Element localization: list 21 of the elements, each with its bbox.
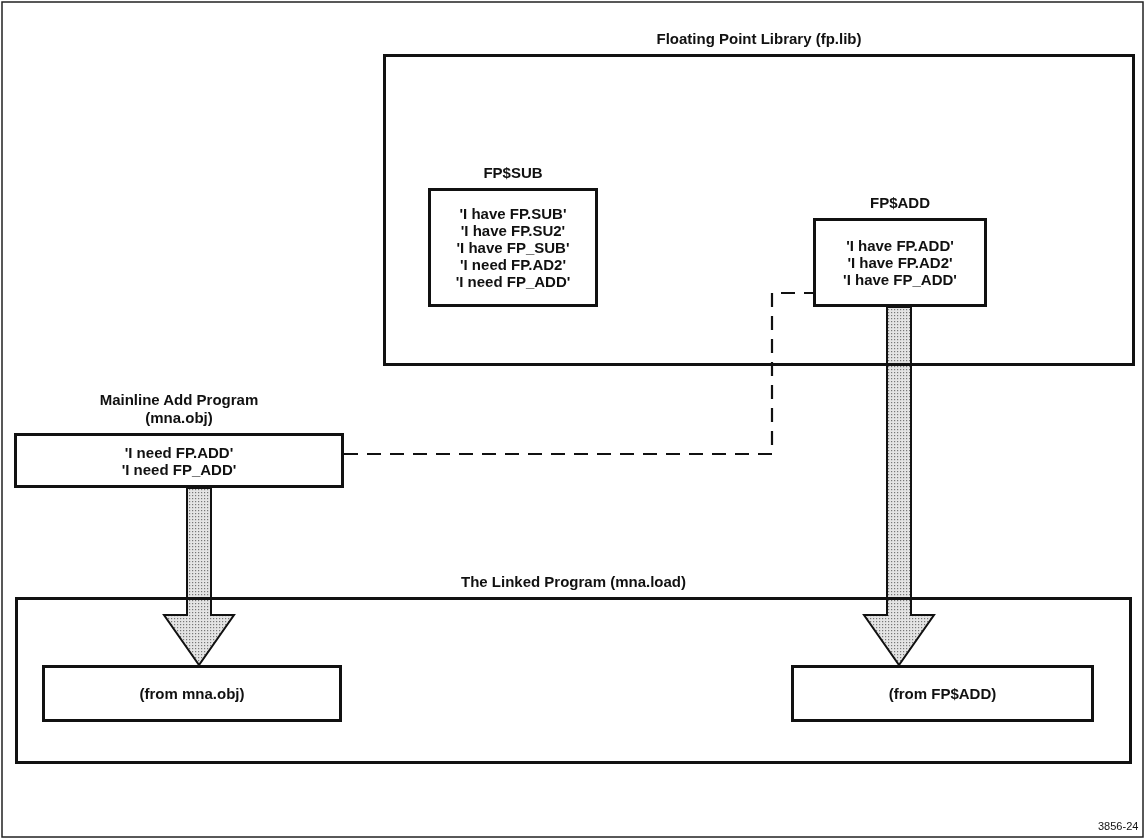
symbol-statement: 'I have FP.ADD': [846, 237, 954, 254]
block-arrow: [862, 306, 936, 667]
box-heading: Floating Point Library (fp.lib): [656, 30, 862, 48]
connector-line: [344, 291, 813, 456]
symbol-statement: 'I have FP.AD2': [847, 254, 953, 271]
symbol-statement: 'I have FP_ADD': [843, 271, 957, 288]
symbol-statement: (from mna.obj): [139, 685, 245, 702]
box-heading: Mainline Add Program (mna.obj): [98, 391, 260, 427]
symbol-statement: (from FP$ADD): [888, 685, 997, 702]
symbol-statement: 'I have FP.SU2': [460, 222, 566, 239]
box-heading: FP$SUB: [483, 164, 543, 182]
symbol-statement: 'I need FP_ADD': [455, 273, 571, 290]
figure-number: 3856-24: [1098, 820, 1139, 832]
symbol-statement: 'I need FP_ADD': [121, 460, 237, 478]
box-heading: FP$ADD: [870, 194, 930, 212]
symbol-statement: 'I need FP.AD2': [459, 256, 567, 273]
block-arrow: [162, 487, 236, 667]
box-heading: The Linked Program (mna.load): [461, 573, 686, 591]
symbol-statement: 'I have FP.SUB': [459, 205, 567, 222]
symbol-statement: 'I need FP.ADD': [124, 443, 234, 461]
symbol-statement: 'I have FP_SUB': [456, 239, 570, 256]
